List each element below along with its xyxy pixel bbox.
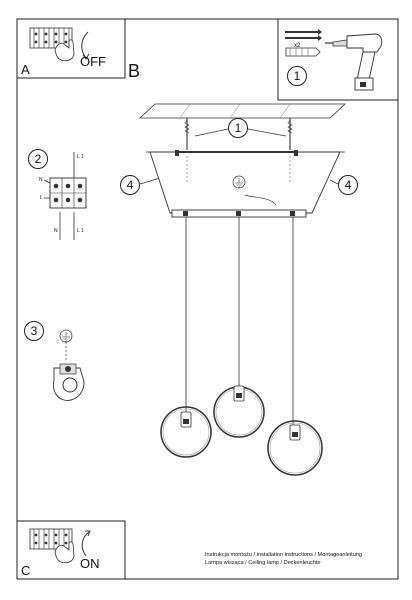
callout-step3: 3 <box>24 321 44 341</box>
panel-a-letter: A <box>21 62 30 77</box>
callout-step2: 2 <box>28 149 48 169</box>
terminal-block-icon <box>29 528 73 550</box>
wire-label-n-bottom: N <box>54 228 58 234</box>
callout-step4-left: 4 <box>120 175 140 195</box>
wire-label-l-top: L 1 <box>77 154 84 160</box>
wire-label-l: L <box>40 195 43 201</box>
callout-leaders <box>139 128 339 185</box>
panel-a-box <box>17 18 126 79</box>
wall-plug-icon <box>285 47 321 57</box>
pendant-middle <box>213 385 265 438</box>
footer-line-1: Instrukcja montażu / installation instru… <box>205 552 363 558</box>
panel-c-letter: C <box>21 563 31 578</box>
footer-text: Instrukcja montażu / installation instru… <box>205 551 362 567</box>
callout-step4-right: 4 <box>338 175 358 195</box>
pendant-left <box>160 406 212 458</box>
pendant-right <box>267 420 323 476</box>
drill-icon <box>325 33 383 91</box>
mounting-screws <box>184 118 293 150</box>
callout-step1-tools: 1 <box>287 66 307 86</box>
ceiling-plate <box>138 103 347 119</box>
switch-off-arrow-icon <box>81 31 90 60</box>
tool-panel-box <box>277 18 398 101</box>
wiring-detail <box>43 152 87 240</box>
footer-line-2: Lampa wisząca / Ceiling lamp / Deckenleu… <box>205 560 321 566</box>
section-letter-b: B <box>128 61 141 81</box>
screw-icon <box>285 29 322 41</box>
panel-c-state: ON <box>80 556 100 571</box>
hand-icon <box>54 39 75 62</box>
ground-clamp-detail <box>53 329 85 401</box>
wire-label-n: N <box>39 177 43 183</box>
switch-on-arrow-icon <box>81 530 91 557</box>
wire-label-l-bottom: L 1 <box>77 228 84 234</box>
pendant-cables <box>185 217 294 425</box>
screw-quantity: x2 <box>294 43 301 49</box>
hand-icon <box>54 541 75 564</box>
lamp-canopy <box>146 150 345 218</box>
callout-step1-ceiling: 1 <box>228 118 248 138</box>
panel-c-box <box>17 520 126 579</box>
panel-a-state: OFF <box>80 54 106 69</box>
page-border <box>16 18 399 580</box>
